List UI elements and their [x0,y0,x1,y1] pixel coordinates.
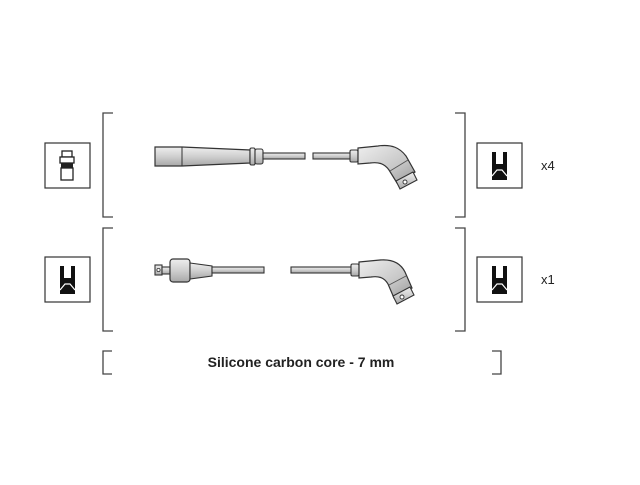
angled-boot-icon [312,144,418,190]
row1-left-terminal-box [44,142,91,189]
row2-right-terminal-box [476,256,523,303]
row1-left-bracket [102,112,113,218]
boot-connector-icon [492,266,507,294]
cable-row-2: x1 [44,227,555,332]
row2-left-bracket [102,227,113,332]
boot-connector-icon [492,152,507,180]
row1-right-terminal-box [476,142,523,189]
footer: Silicone carbon core - 7 mm [102,350,502,375]
plug-connector-icon [59,150,75,181]
row2-left-terminal-box [44,256,91,303]
footer-right-bracket [492,350,502,375]
row2-quantity: x1 [541,272,555,287]
boot-connector-icon [60,266,75,294]
straight-boot-icon [154,146,306,167]
row2-right-bracket [455,227,466,332]
straight-boot-with-clip-icon [154,258,265,283]
footer-caption: Silicone carbon core - 7 mm [208,354,395,370]
cable-row-1: x4 [44,112,555,218]
footer-left-bracket [102,350,112,375]
angled-boot-icon [290,259,415,305]
row1-right-bracket [455,112,466,218]
row1-quantity: x4 [541,158,555,173]
